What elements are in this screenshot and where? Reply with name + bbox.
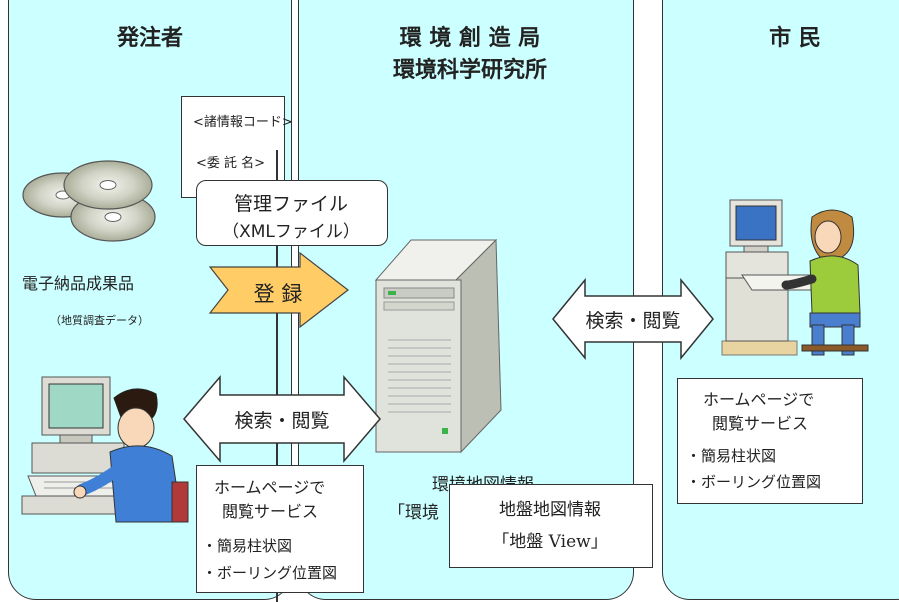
orderer-man-pc-icon [21, 376, 189, 523]
citizen-woman-pc-icon [721, 199, 869, 356]
document-contract-name-label: <委 託 名> [196, 156, 266, 171]
orderer-service-box [196, 465, 364, 593]
document-code-label: <諸情報コード> [193, 115, 293, 130]
citizen-service-item2: ・ボーリング位置図 [686, 473, 822, 491]
search-label-left: 検索・閲覧 [234, 410, 330, 432]
orderer-service-line1: ホームページで [214, 478, 326, 497]
management-file-box [196, 180, 388, 246]
orderer-title: 発注者 [116, 26, 183, 51]
management-file-title: 管理ファイル [233, 193, 348, 215]
register-arrow [208, 251, 349, 329]
management-file-subtitle: （XMLファイル） [222, 222, 360, 242]
overlay-subtitle: 「地盤 View」 [492, 532, 608, 552]
institute-title-line1: 環 境 創 造 局 [399, 26, 541, 51]
document-connector-line [276, 150, 278, 602]
ground-map-overlay [449, 484, 653, 568]
search-arrow-left [183, 374, 381, 464]
overlay-title: 地盤地図情報 [499, 500, 601, 520]
search-arrow-right [552, 277, 714, 361]
orderer-service-item1: ・簡易柱状図 [202, 537, 293, 555]
orderer-service-line2: 閲覧サービス [222, 502, 319, 521]
deliverable-label: 電子納品成果品 [22, 274, 135, 293]
citizen-title: 市 民 [769, 26, 821, 51]
cd-discs-icon [22, 160, 156, 242]
center-caption-line2: 「環境 [388, 503, 439, 523]
institute-title-line2: 環境科学研究所 [392, 58, 547, 83]
citizen-service-box [677, 378, 863, 504]
search-label-right: 検索・閲覧 [585, 310, 681, 332]
register-label: 登 録 [253, 282, 303, 306]
citizen-service-line2: 閲覧サービス [712, 414, 809, 433]
citizen-service-item1: ・簡易柱状図 [686, 447, 777, 465]
citizen-service-line1: ホームページで [703, 390, 815, 409]
server-icon [374, 238, 502, 454]
orderer-service-item2: ・ボーリング位置図 [202, 564, 338, 582]
deliverable-sublabel: （地質調査データ） [50, 314, 149, 327]
